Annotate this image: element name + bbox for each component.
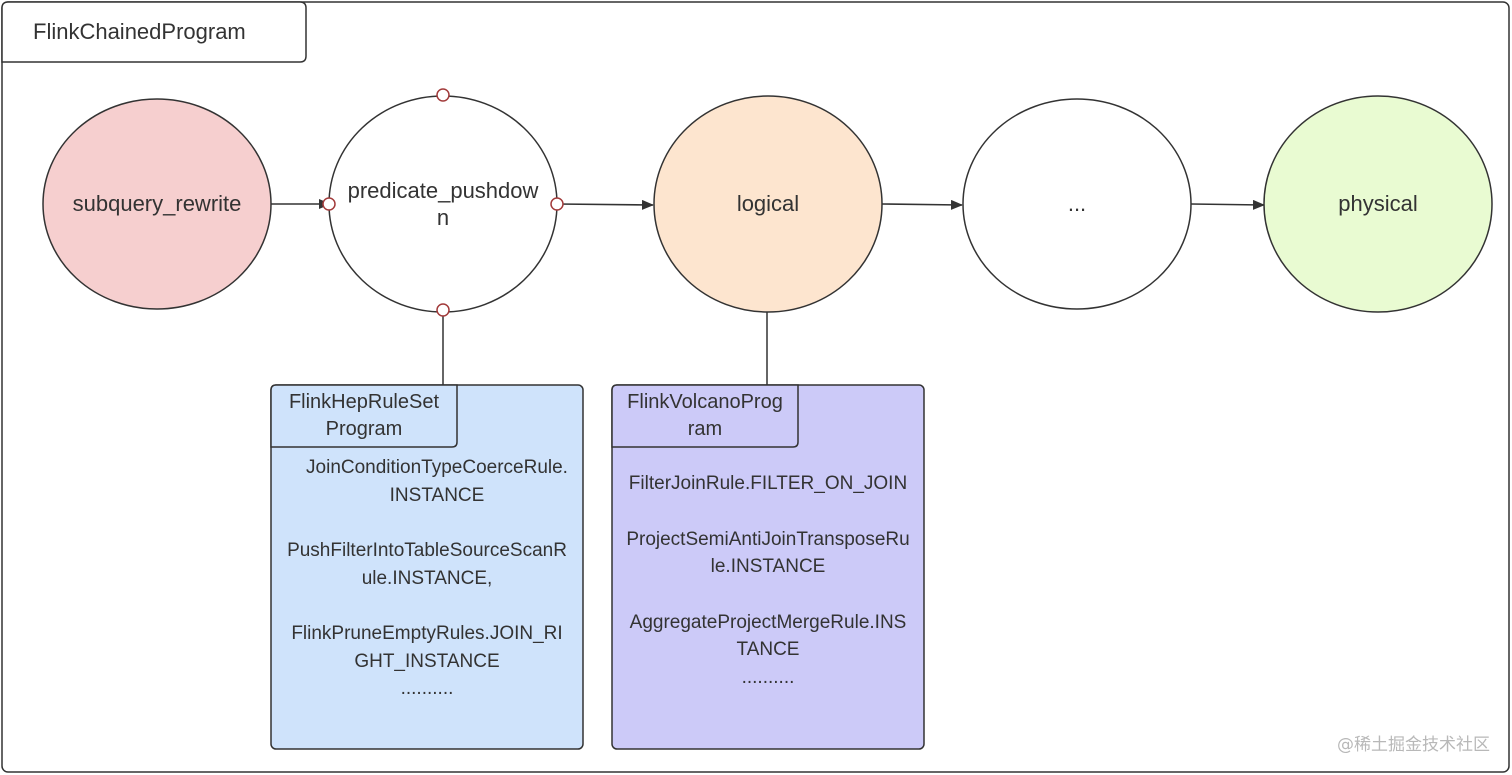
connector-point-left[interactable]	[322, 197, 336, 211]
stage-circle-logical	[653, 95, 883, 313]
connector-point-right[interactable]	[550, 197, 564, 211]
connector-point-bottom[interactable]	[436, 303, 450, 317]
connector-point-top[interactable]	[436, 88, 450, 102]
arrow-ellipsis-to-physical	[1190, 199, 1265, 210]
hep-rule-item: PushFilterIntoTableSourceScanRule.INSTAN…	[287, 540, 567, 589]
hep-rule-item: FlinkPruneEmptyRules.JOIN_RIGHT_INSTANCE	[291, 623, 563, 672]
volcano-rule-item: FilterJoinRule.FILTER_ON_JOIN	[628, 473, 908, 494]
watermark: @稀土掘金技术社区	[1337, 735, 1490, 755]
volcano-program-title: FlinkVolcanoProgram	[627, 391, 783, 440]
hep-rule-ellipsis: ..........	[400, 678, 454, 700]
hep-rule-item: JoinConditionTypeCoerceRule.INSTANCE	[306, 457, 568, 506]
stage-label-predicate-pushdown: predicate_pushdown	[347, 177, 539, 231]
volcano-rule-item: AggregateProjectMergeRule.INSTANCE	[629, 611, 907, 661]
arrow-predicate-to-logical	[556, 199, 654, 210]
hep-program-title: FlinkHepRuleSetProgram	[288, 391, 440, 440]
frame-title: FlinkChainedProgram	[33, 19, 246, 44]
stage-label-ellipsis: ...	[1067, 191, 1087, 217]
stage-circle-ellipsis	[962, 98, 1192, 310]
arrow-logical-to-ellipsis	[881, 199, 963, 210]
stage-label-physical: physical	[1338, 191, 1418, 217]
stage-circle-subquery-rewrite	[42, 98, 272, 310]
volcano-rule-ellipsis: ..........	[741, 666, 795, 688]
volcano-program-tab	[611, 384, 799, 448]
frame-title-tab	[1, 1, 307, 63]
hep-rule-list: JoinConditionTypeCoerceRule.INSTANCE Pus…	[284, 454, 570, 703]
stage-label-subquery-rewrite: subquery_rewrite	[72, 191, 242, 217]
stage-circle-physical	[1263, 95, 1493, 313]
volcano-rule-item: ProjectSemiAntiJoinTransposeRule.INSTANC…	[626, 528, 910, 578]
hep-program-tab	[270, 384, 458, 448]
stage-label-logical: logical	[736, 191, 800, 217]
volcano-rule-list: FilterJoinRule.FILTER_ON_JOIN ProjectSem…	[625, 470, 911, 691]
